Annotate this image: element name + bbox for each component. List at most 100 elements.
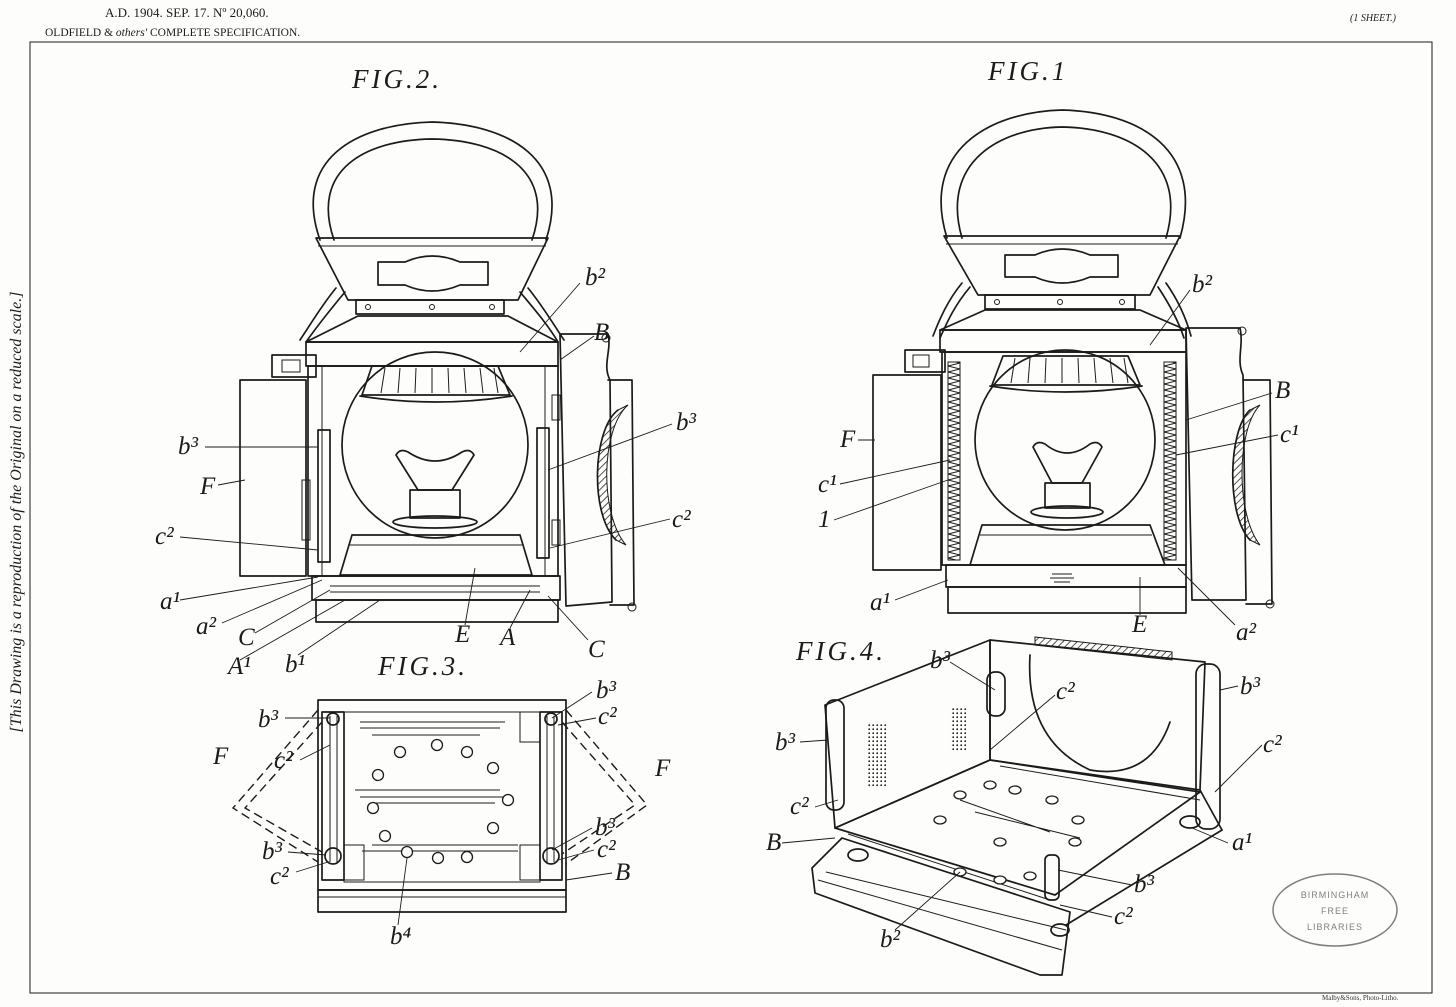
fig4-floor-holes-part <box>1071 815 1085 825</box>
fig1-ref-b2: b² <box>1192 271 1213 298</box>
fig2-base-lines <box>330 585 540 593</box>
fig3-floor-holes-part <box>366 801 380 815</box>
fig2-fount <box>339 534 533 576</box>
fig3-corner-block <box>519 711 541 743</box>
fig1-handle-outer <box>940 109 1187 239</box>
fig2-hinge-pin <box>601 333 611 343</box>
fig3-ref-F-left: F <box>212 743 229 770</box>
stamp-outline <box>1272 873 1398 947</box>
fig2-ref-b3-right: b³ <box>676 409 697 436</box>
fig4-floor-holes-part <box>1068 837 1082 847</box>
fig4-base-perspective-view: FIG.4. b³ b³ c² b³ c² c² <box>766 636 1282 976</box>
fig2-ref-F: F <box>199 473 216 500</box>
fig3-corner-block <box>519 844 541 881</box>
fig2-hood-base <box>355 299 505 315</box>
fig4-floor-holes-part <box>1023 871 1037 881</box>
fig4-floor-holes-part <box>993 875 1007 885</box>
fig2-rivet <box>365 304 371 310</box>
fig1-ref-c1-left: c¹ <box>818 471 837 498</box>
fig2-hood-cartouche <box>377 255 489 292</box>
fig2-ref-E: E <box>454 621 470 648</box>
fig2-left-stay <box>299 287 346 343</box>
stamp-line-1: BIRMINGHAM <box>1301 890 1370 900</box>
fig3-floor-holes <box>366 738 515 865</box>
fig4-floor <box>834 759 1201 896</box>
fig4-pin-b3 <box>1044 854 1060 901</box>
fig2-roof <box>305 315 559 343</box>
fig4-floor-holes-part <box>953 790 967 800</box>
fig2-chimney-cowl <box>361 365 511 396</box>
fig4-back-wall <box>989 639 1206 791</box>
stamp-line-3: LIBRARIES <box>1307 922 1363 932</box>
fig1-hinge-pin <box>1237 326 1247 336</box>
fig2-globe <box>341 351 529 539</box>
fig3-tube-end <box>542 847 560 865</box>
fig3-ref-c2-top-right: c² <box>598 703 617 730</box>
fig2-right-stay <box>519 287 565 343</box>
patent-date-number: A.D. 1904. SEP. 17. Nº 20,060. <box>105 5 269 20</box>
fig3-floor-shading <box>355 721 518 852</box>
fig2-handle-inner <box>327 138 539 241</box>
fig3-floor-holes-part <box>501 793 515 807</box>
fig4-ref-b3-left: b³ <box>775 729 796 756</box>
fig4-foot <box>847 848 869 862</box>
fig4-ref-b3-pin: b³ <box>1134 871 1155 898</box>
fig4-top-rim <box>1034 636 1173 661</box>
fig3-floor-holes-part <box>486 761 500 775</box>
sheet-count: (1 SHEET.) <box>1350 13 1397 24</box>
fig1-base <box>945 564 1187 588</box>
fig4-ref-c2-right: c² <box>1263 731 1282 758</box>
fig2-base <box>311 575 561 601</box>
fig2-bracket-slot <box>281 359 301 373</box>
fig4-window-arc <box>1028 654 1171 773</box>
fig4-wall-shading <box>868 722 888 788</box>
fig3-floor-holes-part <box>393 745 407 759</box>
fig4-ref-b2: b² <box>880 926 901 953</box>
fig1-door-handle-hatch <box>1232 404 1261 546</box>
fig3-base-plan-view: FIG.3. b³ b³ c² F c² <box>212 651 671 950</box>
fig4-title: FIG.4. <box>795 636 886 666</box>
fig2-ref-c2-right: c² <box>672 506 691 533</box>
fig2-ref-b1: b¹ <box>285 651 305 678</box>
fig2-hood <box>315 237 549 301</box>
fig1-cowl-rim <box>989 385 1143 393</box>
fig1-left-stay <box>932 282 971 339</box>
fig2-ref-C-left: C <box>238 624 255 651</box>
fig1-rivet <box>1057 299 1063 305</box>
fig3-floor-holes-part <box>460 850 474 864</box>
fig3-ref-c2-bottom-left: c² <box>270 863 289 890</box>
applicant-name: OLDFIELD & <box>45 27 116 39</box>
fig3-right-channel <box>539 711 563 881</box>
fig3-floor-holes-part <box>400 845 414 859</box>
fig1-hinge-pin <box>1265 599 1275 609</box>
library-stamp: BIRMINGHAM FREE LIBRARIES <box>1272 873 1398 947</box>
fig3-ref-b3-top-left: b³ <box>258 706 279 733</box>
fig4-floor-lines <box>847 765 1201 901</box>
fig1-top-band <box>939 329 1187 353</box>
fig3-floor-holes-part <box>460 745 474 759</box>
fig2-cowl-flutes <box>380 367 499 394</box>
fig2-right-tube <box>536 427 550 559</box>
fig1-hood <box>943 235 1181 296</box>
fig1-ref-1: 1 <box>818 506 831 533</box>
fig2-right-hinge <box>551 519 561 546</box>
fig1-burner-collar <box>1030 505 1104 519</box>
fig4-ref-c2-back: c² <box>1056 678 1075 705</box>
fig1-ref-B: B <box>1275 377 1290 404</box>
fig3-ref-F-right: F <box>654 755 671 782</box>
fig1-ref-a2: a² <box>1236 619 1257 646</box>
fig3-left-tube <box>329 716 338 862</box>
fig4-wall-shading <box>950 708 966 752</box>
fig4-front-rail <box>811 837 1071 976</box>
fig1-ref-F: F <box>839 426 856 453</box>
fig1-ref-c1-right: c¹ <box>1280 421 1299 448</box>
applicant-others: others' <box>116 27 148 39</box>
fig3-title: FIG.3. <box>377 651 468 681</box>
fig4-ref-c2-left: c² <box>790 793 809 820</box>
fig3-corner-block <box>343 844 365 881</box>
fig4-right-edge <box>1065 829 1223 926</box>
fig3-ref-c2-bottom-right: c² <box>597 836 616 863</box>
fig4-ref-a1: a¹ <box>1232 829 1252 856</box>
fig1-title: FIG.1 <box>987 56 1068 86</box>
